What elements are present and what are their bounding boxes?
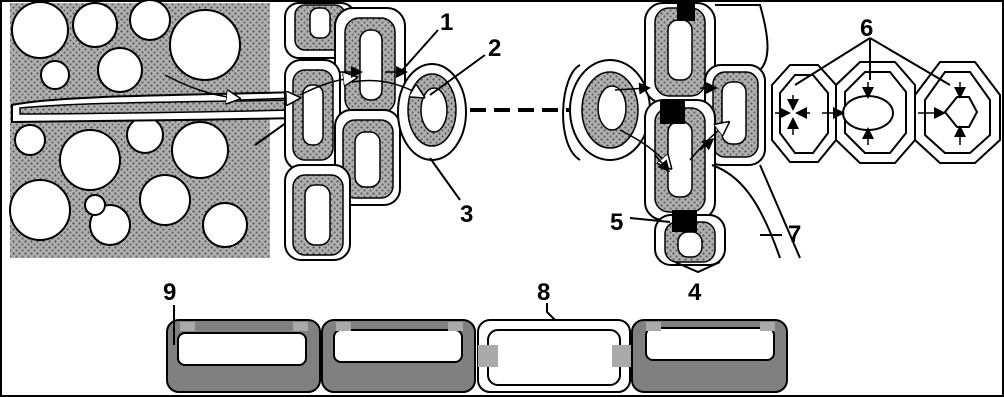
label-3: 3	[460, 201, 473, 228]
label-4: 4	[688, 279, 702, 306]
bundle-sheath-cells-left	[285, 3, 466, 260]
label-2: 2	[488, 35, 501, 62]
label-1: 1	[440, 9, 453, 36]
label-9: 9	[163, 279, 176, 306]
bottom-cell-row	[167, 320, 787, 392]
mesophyll-cells-left	[10, 0, 270, 258]
label-6: 6	[860, 15, 873, 42]
bundle-sheath-cells-right	[563, 3, 800, 265]
label-7: 7	[788, 221, 801, 248]
label-8: 8	[537, 279, 550, 306]
label-5: 5	[610, 209, 623, 236]
